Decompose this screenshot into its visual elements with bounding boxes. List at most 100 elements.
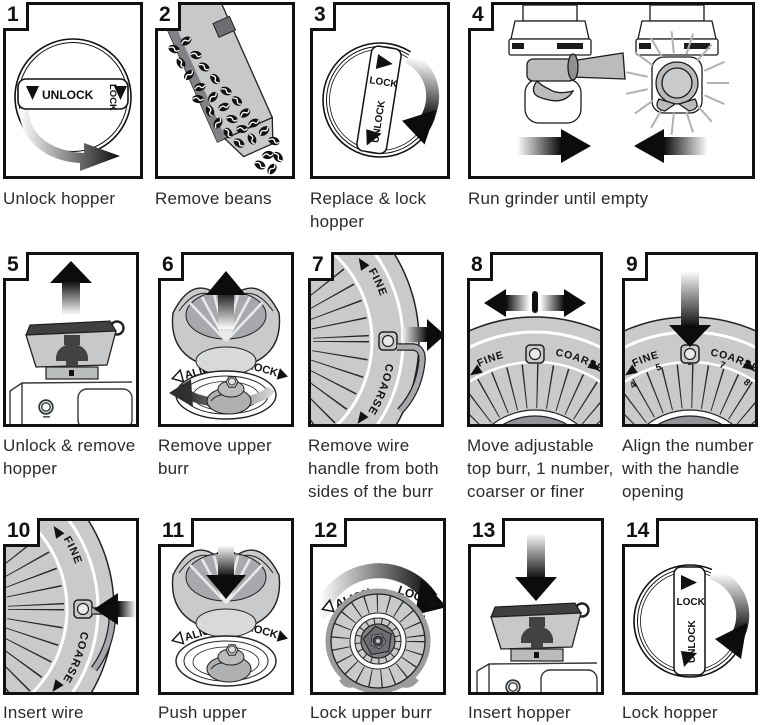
center-mark <box>532 291 538 313</box>
arrow-right-shaft <box>401 327 427 342</box>
arrow-left-shaft <box>506 295 530 311</box>
step-number: 5 <box>3 252 29 281</box>
illustration-push-upper-burr: ALIGN LOCK <box>170 545 288 687</box>
step-panel-7: FINE COARSE 7 <box>308 252 444 427</box>
arrow-down-head <box>206 575 246 599</box>
svg-text:7: 7 <box>718 359 727 371</box>
svg-text:8: 8 <box>741 377 752 389</box>
unlock-triangle-icon <box>366 129 382 146</box>
rotate-arrow <box>708 566 750 636</box>
fine-triangle-icon <box>470 364 483 376</box>
arrow-left-head <box>634 129 664 163</box>
hopper-dial: LOCK UNLOCK <box>633 564 750 678</box>
grinder-collar <box>175 635 277 687</box>
lock-triangle-icon <box>375 54 393 69</box>
illustration-align-number: FINE COARSE 4 5 6 7 8 <box>625 271 755 424</box>
step-caption-14: Lock hopper <box>622 703 718 722</box>
arrow-down-head <box>669 325 711 347</box>
unlock-label: UNLOCK <box>42 88 94 102</box>
step-panel-10: FINE COARSE 10 <box>3 518 139 695</box>
illustration-lock-upper-burr: ALIGN LOCK <box>313 563 443 692</box>
coarse-triangle-icon <box>52 679 64 692</box>
step-number: 14 <box>622 518 660 547</box>
hopper <box>490 602 590 662</box>
grinder-body <box>9 381 133 424</box>
arrow-right-head <box>561 129 591 163</box>
hopper-dial: UNLOCK LOCK <box>14 38 132 171</box>
hopper <box>25 320 125 380</box>
arrow-left-shaft <box>118 601 136 617</box>
grinder-collar <box>169 370 277 420</box>
starburst-icon <box>625 31 729 135</box>
grinder-with-portafilter <box>508 5 626 124</box>
step-caption-11: Push upper <box>158 703 247 722</box>
step-number: 10 <box>3 518 41 547</box>
step-number: 8 <box>467 252 493 281</box>
coarse-triangle-icon <box>357 411 369 424</box>
burr-bottom-dome <box>195 608 257 638</box>
arrow-up-head <box>206 271 246 295</box>
burr-wheel-top <box>325 588 431 692</box>
step-number: 13 <box>468 518 506 547</box>
step-caption-13: Insert hopper <box>468 703 571 722</box>
illustration-lock-hopper: LOCK UNLOCK <box>633 564 750 678</box>
coarse-triangle-icon <box>587 359 600 371</box>
illustration-remove-hopper <box>9 261 133 424</box>
lock-label: LOCK <box>369 75 399 90</box>
coarse-triangle-icon <box>742 359 755 371</box>
lock-triangle-icon <box>114 86 127 100</box>
svg-text:4: 4 <box>628 379 640 391</box>
step-number: 3 <box>310 2 336 31</box>
arrow-down-shaft <box>527 533 545 579</box>
arrow-down-shaft <box>681 271 699 327</box>
arrow-down-head <box>515 577 557 601</box>
rotate-arrow <box>404 51 440 122</box>
step-number: 6 <box>158 252 184 281</box>
illustration-run-grinder <box>508 5 729 163</box>
fine-triangle-icon <box>358 257 370 271</box>
step-panel-1: UNLOCK LOCK 1 <box>3 2 143 179</box>
rotate-arrow <box>313 563 438 620</box>
arrow-left-head <box>94 593 118 625</box>
step-panel-2: 2 <box>155 2 295 179</box>
step-panel-5: 5 <box>3 252 139 427</box>
twist-arrowhead <box>169 379 193 407</box>
illustration-unlock-hopper: UNLOCK LOCK <box>14 38 132 171</box>
lock-label: LOCK <box>107 84 118 111</box>
arrow-down-shaft <box>218 545 234 577</box>
wire-rim <box>338 677 419 692</box>
step-caption-2: Remove beans <box>155 189 272 208</box>
arrow-up-head <box>50 261 92 283</box>
grinder-running <box>625 5 729 135</box>
grinder-body <box>476 662 598 692</box>
step-number: 4 <box>468 2 494 31</box>
step-caption-7: Remove wire handle from both sides of th… <box>308 436 439 501</box>
unlock-triangle-icon <box>26 86 39 100</box>
step-number: 2 <box>155 2 181 31</box>
unlock-triangle-icon <box>681 651 697 667</box>
step-number: 7 <box>308 252 334 281</box>
step-caption-4: Run grinder until empty <box>468 189 649 208</box>
step-panel-12: ALIGN LOCK 12 <box>310 518 446 695</box>
step-caption-1: Unlock hopper <box>3 189 116 208</box>
step-caption-8: Move adjustable top burr, 1 number, coar… <box>467 436 614 501</box>
step-number: 1 <box>3 2 29 31</box>
step-caption-12: Lock upper burr <box>310 703 433 722</box>
arrow-right-head <box>427 319 441 351</box>
arrow-right-shaft <box>540 295 564 311</box>
illustration-move-top-burr: FINE COARSE <box>470 289 600 424</box>
lock-label: LOCK <box>677 597 706 608</box>
step-number: 12 <box>310 518 348 547</box>
illustration-remove-wire: FINE COARSE <box>311 255 441 424</box>
step-caption-3: Replace & lock hopper <box>310 189 427 231</box>
rotate-arrowhead <box>715 623 747 659</box>
illustration-insert-wire: FINE COARSE <box>6 521 136 692</box>
illustration-insert-hopper <box>476 533 598 692</box>
step-panel-11: ALIGN LOCK 11 <box>158 518 294 695</box>
arrow-left-shaft <box>664 137 708 155</box>
rotate-arrowhead <box>402 109 437 145</box>
hopper-dial: LOCK UNLOCK <box>322 42 440 158</box>
step-number: 9 <box>622 252 648 281</box>
rotate-arrow <box>19 109 120 171</box>
